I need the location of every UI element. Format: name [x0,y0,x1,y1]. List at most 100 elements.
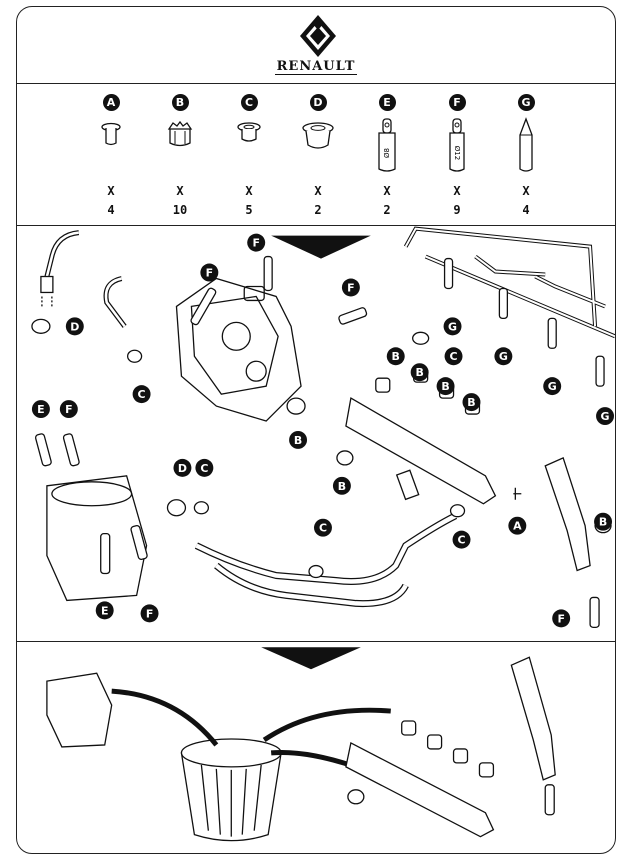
svg-text:D: D [178,462,187,475]
callout-b: B [410,363,429,382]
svg-text:B: B [599,516,607,529]
parts-legend: A X 4 B X 10 C [17,84,615,224]
callout-e: E [31,400,50,419]
divider [17,641,615,642]
callout-b: B [594,512,613,531]
callout-f: F [247,233,266,252]
part-g: G X 4 [496,84,556,217]
svg-text:F: F [347,281,354,294]
callout-d: D [65,317,84,336]
cone-type-g-icon [519,117,533,172]
qty-value: 10 [172,203,188,217]
qty-value: 9 [453,203,461,217]
qty-multiplier: X [383,184,391,198]
svg-text:B: B [467,396,475,409]
svg-text:F: F [65,403,72,416]
svg-text:F: F [146,607,153,620]
svg-text:B: B [294,434,302,447]
header: RENAULT [17,7,615,83]
callout-b: B [462,393,481,412]
part-letter: A [102,94,120,111]
down-triangle-arrow-icon [271,235,371,259]
svg-text:F: F [206,267,213,280]
svg-text:E: E [37,403,44,416]
part-b: B X 10 [150,84,210,217]
qty-multiplier: X [176,184,184,198]
instruction-sheet: RENAULT A X 4 B X 10 C [16,6,616,854]
svg-text:B: B [392,350,400,363]
sleeve-type-f-icon: Ø12 [449,118,465,172]
qty-multiplier: X [522,184,530,198]
callout-c: C [444,347,463,366]
part-d: D X 2 [288,84,348,217]
svg-text:F: F [557,612,564,625]
callout-g: G [494,347,513,366]
qty-value: 5 [245,203,253,217]
callout-a: A [508,516,527,535]
callout-g: G [443,317,462,336]
svg-text:B: B [441,380,449,393]
part-letter: G [517,94,535,111]
qty-multiplier: X [107,184,115,198]
plug-type-a-icon [101,122,121,146]
svg-text:C: C [450,350,458,363]
qty-multiplier: X [314,184,322,198]
callout-e: E [95,601,114,620]
callout-f: F [200,263,219,282]
callout-b: B [386,347,405,366]
part-letter: F [448,94,466,111]
sleeve-type-e-icon: Ø8 [378,118,396,172]
svg-text:B: B [415,366,423,379]
qty-value: 2 [314,203,322,217]
part-a: A X 4 [81,84,141,217]
svg-text:G: G [548,380,557,393]
part-e: E Ø8 X 2 [357,84,417,217]
callout-f: F [140,604,159,623]
divider [17,83,615,84]
part-letter: E [378,94,396,111]
callout-b: B [436,377,455,396]
svg-text:G: G [448,320,457,333]
waste-bin-icon [180,742,282,842]
svg-text:C: C [457,534,465,547]
svg-text:Ø8: Ø8 [383,148,391,158]
callout-c: C [452,530,471,549]
callout-f: F [59,400,78,419]
qty-multiplier: X [245,184,253,198]
brand-name: RENAULT [274,59,358,75]
svg-text:A: A [513,520,522,533]
callout-f: F [341,278,360,297]
callout-g: G [543,377,562,396]
part-c: C X 5 [219,84,279,217]
callout-b: B [289,430,308,449]
svg-text:Ø12: Ø12 [453,146,461,160]
svg-text:D: D [70,320,79,333]
cap-type-b-icon [167,120,193,147]
qty-value: 4 [107,203,115,217]
qty-value: 2 [383,203,391,217]
down-triangle-arrow-icon [261,647,361,670]
qty-value: 4 [522,203,530,217]
callout-c: C [132,385,151,404]
qty-multiplier: X [453,184,461,198]
part-letter: B [171,94,189,111]
divider [17,225,615,226]
part-f: F Ø12 X 9 [427,84,487,217]
part-letter: C [240,94,258,111]
svg-text:C: C [138,388,146,401]
callout-b: B [332,476,351,495]
cap-type-d-icon [302,122,334,149]
callout-c: C [314,518,332,537]
svg-text:E: E [101,604,108,617]
cap-type-c-icon [237,122,261,142]
svg-text:F: F [252,237,259,250]
svg-text:G: G [601,410,610,423]
svg-text:G: G [499,350,508,363]
callout-f: F [552,609,571,628]
renault-diamond-icon [300,15,336,57]
callout-c: C [195,458,214,477]
callout-g: G [596,407,615,426]
callout-d: D [173,458,192,477]
svg-text:B: B [338,480,346,493]
part-letter: D [309,94,327,111]
